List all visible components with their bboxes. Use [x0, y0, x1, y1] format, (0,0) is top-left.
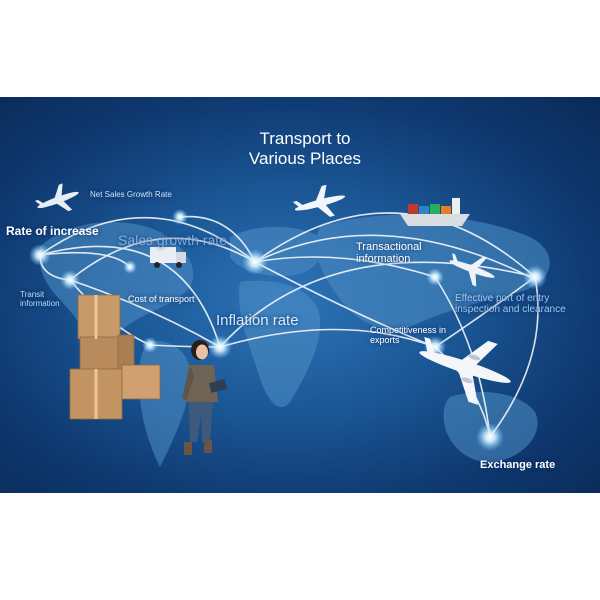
africa-shape — [239, 280, 321, 408]
arc — [489, 276, 539, 438]
label-transit-information: Transit information — [20, 290, 60, 308]
arc — [254, 212, 536, 278]
node-glow — [208, 335, 232, 359]
label-effective-port-of-entry: Effective port of entry inspection and c… — [455, 293, 566, 315]
airplane-icon — [419, 336, 511, 405]
node-glow — [60, 270, 80, 290]
arc — [434, 276, 536, 348]
label-competitiveness-in-exports: Competitiveness in exports — [370, 325, 447, 345]
woman-with-tablet-figure — [182, 340, 228, 455]
node-glow — [476, 423, 504, 451]
airplane-icon — [449, 253, 495, 287]
arc — [434, 276, 491, 438]
arc — [254, 234, 531, 278]
node-glow — [242, 249, 268, 275]
node-glow — [123, 260, 137, 274]
title-line-2: Various Places — [248, 148, 362, 168]
label-transactional-information: Transactional information — [356, 241, 422, 266]
airplane-icon — [34, 183, 79, 212]
node-glow — [142, 337, 158, 353]
arc — [69, 237, 256, 281]
label-sales-growth-rate: Sales growth rate — [118, 232, 227, 248]
node-glow — [426, 268, 444, 286]
label-net-sales-growth-rate: Net Sales Growth Rate — [90, 190, 172, 199]
south-america-shape — [139, 341, 191, 467]
page-title: Transport to Various Places — [200, 129, 410, 168]
label-inflation-rate: Inflation rate — [216, 312, 299, 329]
transport-network-scene: Transport to Various Places Rate of incr… — [0, 97, 600, 493]
cardboard-boxes-icon — [69, 294, 161, 420]
arc — [39, 216, 256, 263]
arc — [254, 256, 436, 278]
airplane-icon — [292, 184, 346, 217]
arc — [219, 261, 536, 348]
label-rate-of-increase: Rate of increase — [6, 224, 99, 238]
node-glow — [523, 265, 547, 289]
title-line-1: Transport to — [259, 129, 351, 148]
node-glow — [29, 244, 51, 266]
arc — [254, 261, 436, 348]
arc — [69, 279, 221, 348]
cargo-ship-icon — [400, 198, 470, 226]
node-glow — [172, 209, 188, 225]
network-nodes — [29, 209, 547, 451]
arc — [219, 328, 436, 348]
label-cost-of-transport: Cost of transport — [128, 294, 195, 304]
delivery-truck-icon — [150, 247, 186, 268]
world-map-artwork — [29, 183, 550, 467]
label-exchange-rate: Exchange rate — [480, 459, 556, 471]
